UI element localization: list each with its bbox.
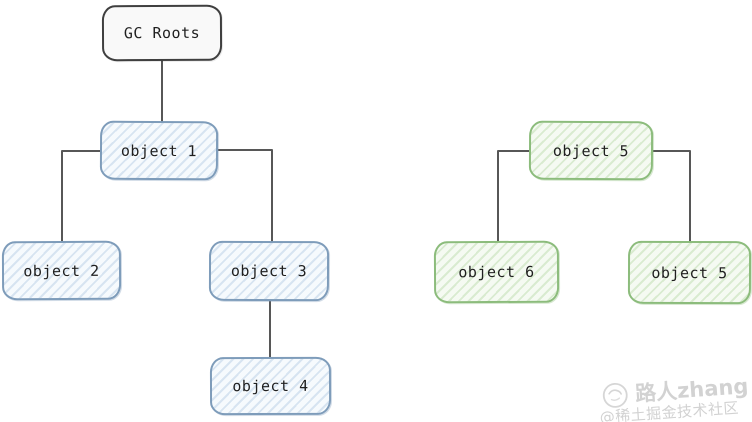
node-object-4: object 4: [209, 356, 332, 416]
node-object-1: object 1: [99, 120, 219, 181]
edge-object5-object6: [497, 150, 530, 242]
node-label: object 3: [230, 261, 308, 281]
node-label: object 5: [651, 263, 728, 282]
node-object-2: object 2: [1, 240, 122, 301]
node-label: object 1: [120, 141, 198, 160]
edge-object5-object5b: [652, 150, 691, 242]
edge-object1-object3: [217, 149, 273, 242]
node-object-5-bottom: object 5: [627, 240, 752, 305]
avatar-icon: [602, 383, 628, 409]
node-label: object 6: [458, 262, 535, 282]
node-label: object 4: [232, 376, 309, 396]
edge-object1-object2: [61, 150, 101, 242]
node-object-3: object 3: [208, 240, 330, 302]
node-object-6: object 6: [433, 240, 560, 304]
node-object-5-top: object 5: [528, 120, 654, 181]
watermark: 路人zhang @稀土掘金技术社区: [597, 373, 750, 422]
node-label: GC Roots: [123, 23, 201, 43]
node-gc-roots: GC Roots: [101, 4, 223, 62]
node-label: object 2: [23, 261, 100, 280]
node-label: object 5: [552, 141, 630, 160]
